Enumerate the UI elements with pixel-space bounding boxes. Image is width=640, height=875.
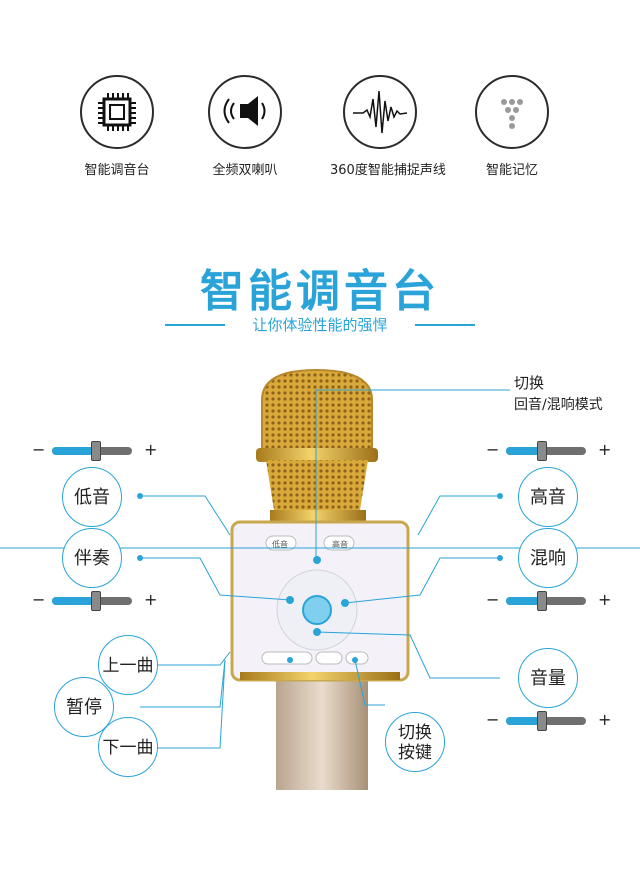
accompany-slider[interactable]: − + (32, 590, 162, 611)
subtitle-rule-left (165, 324, 225, 326)
device-right-key-label: 高音 (332, 540, 348, 549)
page-subtitle: 让你体验性能的强悍 (252, 316, 388, 334)
slider-track (506, 711, 586, 731)
waveform-icon (343, 75, 417, 149)
mode-note-title: 切换 (514, 374, 545, 392)
feature-dual-speaker: 全频双喇叭 (195, 75, 295, 178)
slider-knob[interactable] (537, 591, 547, 611)
feature-label: 全频双喇叭 (212, 163, 278, 178)
slider-track (52, 591, 132, 611)
subtitle-rule-right (415, 324, 475, 326)
chip-icon (80, 75, 154, 149)
plus-icon: + (144, 440, 158, 459)
plus-icon: + (144, 590, 158, 609)
volume-bubble: 音量 (518, 648, 578, 708)
reverb-slider[interactable]: − + (486, 590, 616, 611)
switch-key-bubble: 切换 按键 (385, 712, 445, 772)
switch-key-line1: 切换 (398, 723, 432, 743)
slider-knob[interactable] (537, 711, 547, 731)
switch-key-line2: 按键 (398, 743, 432, 763)
slider-fill (52, 597, 96, 605)
reverb-bubble: 混响 (518, 528, 578, 588)
slider-knob[interactable] (91, 441, 101, 461)
speaker-icon (208, 75, 282, 149)
feature-smart-mixer: 智能调音台 (67, 75, 167, 178)
treble-slider[interactable]: − + (486, 440, 616, 461)
slider-track (506, 591, 586, 611)
minus-icon: − (486, 440, 500, 459)
mode-note-desc: 回音/混响模式 (514, 397, 603, 413)
accompany-bubble: 伴奏 (62, 528, 122, 588)
bass-bubble: 低音 (62, 467, 122, 527)
slider-track (506, 441, 586, 461)
slider-knob[interactable] (91, 591, 101, 611)
feature-smart-memory: 智能记忆 (462, 75, 562, 178)
feature-label: 智能记忆 (485, 163, 538, 178)
next-track-bubble: 下一曲 (98, 717, 158, 777)
minus-icon: − (32, 590, 46, 609)
slider-track (52, 441, 132, 461)
minus-icon: − (486, 710, 500, 729)
slider-knob[interactable] (537, 441, 547, 461)
treble-bubble: 高音 (518, 467, 578, 527)
microphone-illustration (0, 368, 640, 790)
feature-label: 360度智能捕捉声线 (330, 163, 446, 178)
device-left-key-label: 低音 (272, 540, 288, 549)
minus-icon: − (32, 440, 46, 459)
plus-icon: + (598, 710, 612, 729)
bass-slider[interactable]: − + (32, 440, 162, 461)
plus-icon: + (598, 590, 612, 609)
feature-voice-capture: 360度智能捕捉声线 (330, 75, 446, 178)
feature-label: 智能调音台 (84, 163, 150, 178)
minus-icon: − (486, 590, 500, 609)
plus-icon: + (598, 440, 612, 459)
slider-fill (506, 597, 542, 605)
prev-track-bubble: 上一曲 (98, 635, 158, 695)
slider-fill (506, 447, 542, 455)
slider-fill (506, 717, 542, 725)
memory-icon (475, 75, 549, 149)
slider-fill (52, 447, 96, 455)
volume-slider[interactable]: − + (486, 710, 616, 731)
page-title: 智能调音台 (200, 266, 440, 317)
